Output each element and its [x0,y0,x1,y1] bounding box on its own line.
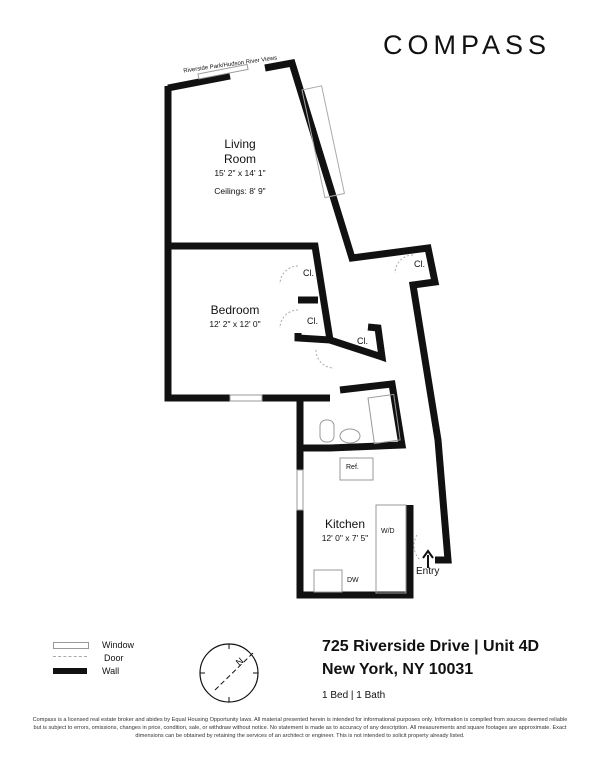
legend-wall: Wall [102,666,120,676]
door-swing [279,309,299,329]
entry-label: Entry [416,566,440,577]
wall-outer [164,58,452,599]
room-ceilings: Ceilings: 8' 9" [214,186,266,196]
window-swatch [53,642,89,649]
room-name: Room [223,152,256,166]
room-dims: 12' 0" x 7' 5" [321,533,369,543]
closet-label: Cl. [414,259,425,269]
floor-plan-drawing [164,58,452,599]
room-name: Living [224,137,256,151]
door-swing [413,534,421,561]
window [197,63,249,80]
entry-arrow-icon [422,549,434,568]
sink [339,428,361,444]
ref-label: Ref. [346,464,359,471]
wd-label: W/D [381,528,395,535]
toilet [319,419,335,443]
window [296,469,304,511]
door-swing [279,265,299,285]
legend-window: Window [102,640,135,650]
dw-label: DW [347,577,359,584]
shelves [301,85,346,199]
bedroom-label: Bedroom 12' 2" x 12' 0" [195,303,275,330]
refrigerator [339,457,374,481]
bathtub [367,393,401,445]
room-name: Kitchen [324,517,366,531]
closet-label: Cl. [307,316,318,326]
door-swing [394,254,414,274]
counter [375,504,407,594]
room-name: Bedroom [210,303,260,317]
disclaimer: Compass is a licensed real estate broker… [32,717,568,739]
address-line1: 725 Riverside Drive | Unit 4D [322,638,540,655]
door-swatch [53,656,87,657]
listing-summary: 1 Bed | 1 Bath [322,690,386,701]
wall-closets [298,296,387,363]
closet-label: Cl. [303,268,314,278]
door-swing [315,349,335,369]
north-label: N [234,656,245,668]
stove [313,569,343,593]
window [229,394,263,402]
legend-door: Door [104,653,124,663]
wall-swatch [53,668,87,674]
room-dims: 12' 2" x 12' 0" [209,319,261,329]
closet-label: Cl. [357,336,368,346]
kitchen-label: Kitchen 12' 0" x 7' 5" [315,517,375,544]
north-compass-icon: N [199,643,259,703]
compass-logo: COMPASS [383,30,552,60]
living-room-label: Living Room 15' 2" x 14' 1" Ceilings: 8'… [200,137,280,197]
address-line2: New York, NY 10031 [322,661,474,678]
wall-bath [296,380,407,470]
room-dims: 15' 2" x 14' 1" [214,168,266,178]
